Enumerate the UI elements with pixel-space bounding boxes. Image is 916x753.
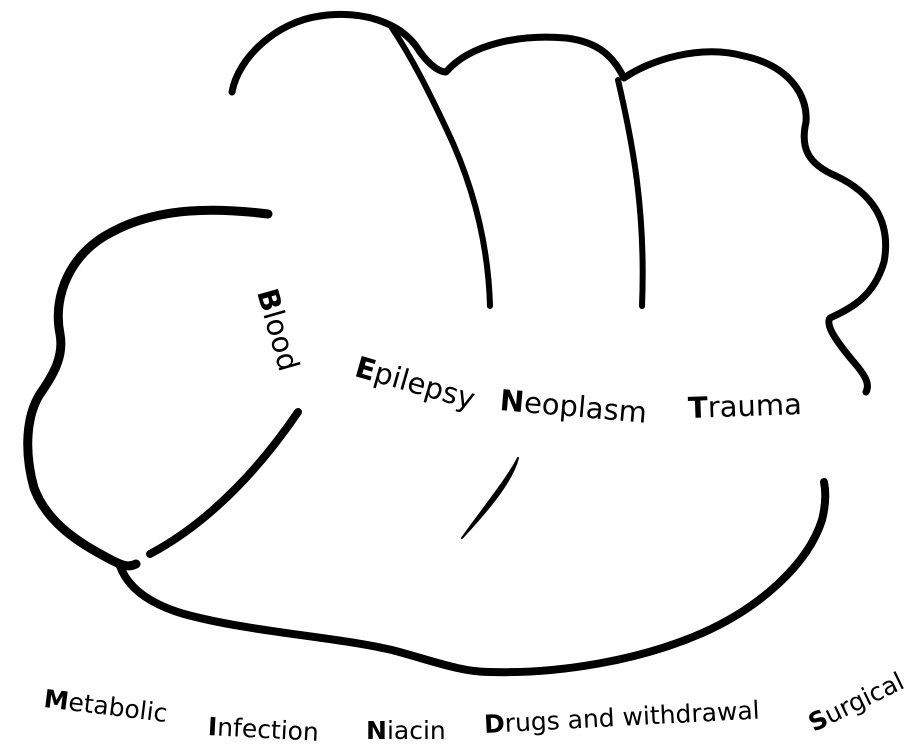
temporal-lobe-contour: [28, 210, 268, 566]
fissure-sliver: [462, 458, 518, 538]
temporal-inner-fold: [150, 412, 298, 554]
sulcus-2: [618, 80, 643, 306]
lower-brain-contour: [120, 482, 825, 672]
label-trauma: Trauma: [687, 390, 802, 423]
upper-brain-contour: [232, 14, 886, 392]
label-niacin: Niacin: [366, 718, 446, 743]
label-infection: Infection: [207, 714, 319, 745]
